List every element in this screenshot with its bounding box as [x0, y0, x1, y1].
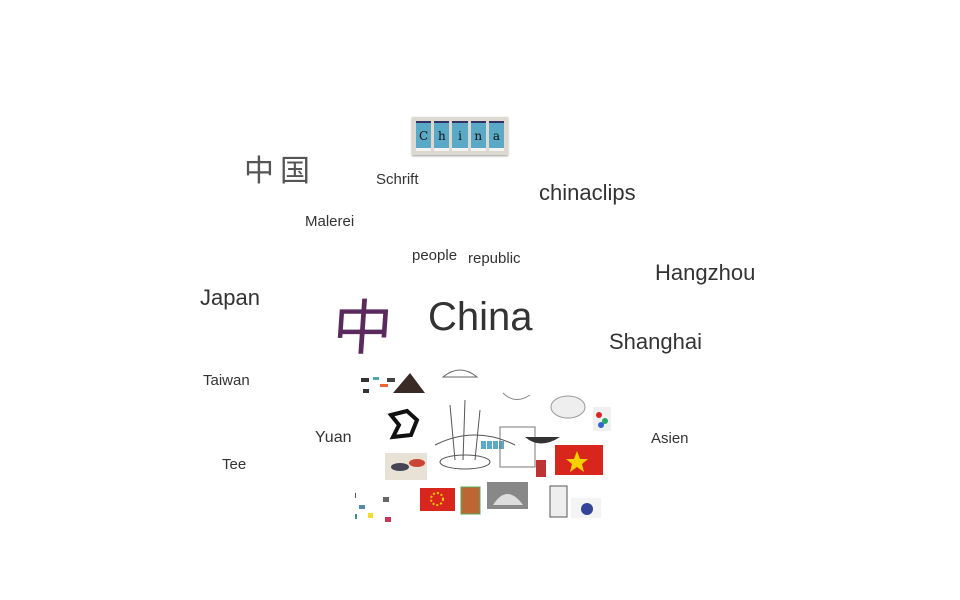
house-sketch-image — [499, 426, 536, 468]
tile: a — [488, 121, 505, 151]
word-malerei[interactable]: Malerei — [305, 213, 355, 230]
word-tee[interactable]: Tee — [222, 456, 247, 473]
word-shanghai[interactable]: Shanghai — [609, 329, 702, 354]
umbrella-sketch-image — [441, 369, 479, 378]
handwritten-zhongguo-image[interactable]: 中国 — [244, 154, 316, 189]
image-collage[interactable] — [355, 365, 625, 525]
stamps-image — [460, 486, 481, 515]
plate-image — [550, 395, 586, 419]
fan-image — [393, 373, 425, 393]
word-china[interactable]: China — [428, 295, 533, 339]
china-flag-circle-image — [420, 488, 455, 511]
tile: n — [470, 121, 486, 151]
word-schrift[interactable]: Schrift — [376, 171, 419, 188]
lantern-image — [536, 460, 546, 477]
tile: C — [416, 121, 432, 151]
word-asien[interactable]: Asien — [651, 430, 689, 447]
teapot-sketch-image — [502, 392, 531, 400]
framed-painting-image — [549, 485, 568, 518]
word-taiwan[interactable]: Taiwan — [203, 372, 250, 389]
tile: i — [452, 121, 468, 151]
china-tiles-image[interactable]: C h i n a — [412, 117, 508, 155]
boat-image — [525, 437, 560, 444]
word-chinaclips[interactable]: chinaclips — [539, 180, 636, 205]
word-people[interactable]: people — [412, 247, 458, 264]
star-image — [387, 408, 420, 440]
bamboo-sketch-image — [434, 399, 516, 470]
tile: h — [434, 121, 450, 151]
blue-tiles-small — [481, 441, 504, 449]
word-hangzhou[interactable]: Hangzhou — [655, 260, 756, 285]
small-thumbs-image — [355, 493, 391, 522]
word-republic[interactable]: republic — [468, 250, 521, 267]
small-icons-image — [361, 377, 395, 393]
brush-zhong-image[interactable]: 中 — [330, 294, 396, 364]
word-japan[interactable]: Japan — [200, 285, 260, 310]
word-yuan[interactable]: Yuan — [315, 429, 352, 446]
